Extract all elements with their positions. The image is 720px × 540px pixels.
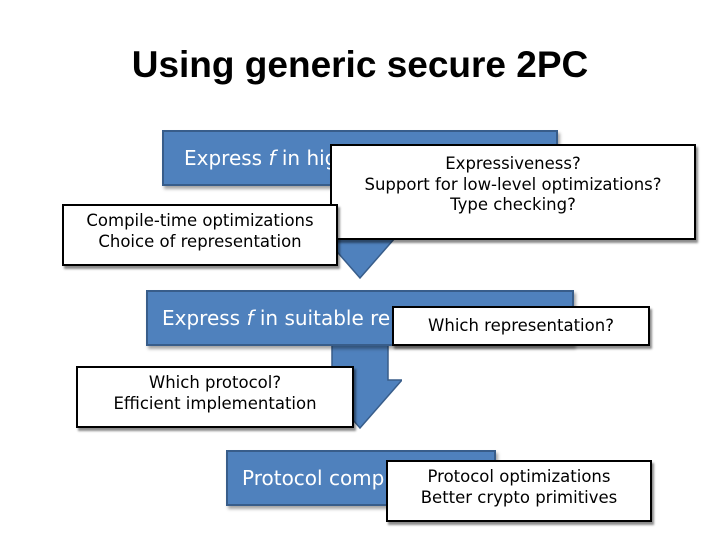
note-protocol-optimizations: Protocol optimizations Better crypto pri… — [386, 460, 652, 522]
note-language-questions: Expressiveness? Support for low-level op… — [330, 144, 696, 240]
note-representation: Which representation? — [392, 306, 650, 346]
note-language-line-2: Support for low-level optimizations? — [364, 174, 662, 194]
step-2-var: f — [246, 306, 254, 330]
step-1-var: f — [268, 146, 276, 170]
note-protocol-line-2: Efficient implementation — [113, 393, 317, 413]
note-protocol-opt-line-1: Protocol optimizations — [427, 467, 611, 486]
note-protocol-opt-line-2: Better crypto primitives — [420, 487, 618, 507]
note-protocol-line-1: Which protocol? — [148, 373, 282, 392]
step-2-prefix: Express — [162, 306, 247, 330]
note-language-line-3: Type checking? — [450, 195, 576, 215]
note-representation-line-1: Which representation? — [428, 316, 614, 335]
note-language-line-1: Expressiveness? — [445, 154, 581, 173]
note-compile-line-2: Choice of representation — [98, 231, 302, 251]
step-1-prefix: Express — [184, 146, 269, 170]
note-protocol: Which protocol? Efficient implementation — [76, 366, 354, 428]
note-compile-line-1: Compile-time optimizations — [86, 211, 314, 230]
slide-title: Using generic secure 2PC — [131, 44, 589, 85]
note-compile: Compile-time optimizations Choice of rep… — [62, 204, 338, 266]
